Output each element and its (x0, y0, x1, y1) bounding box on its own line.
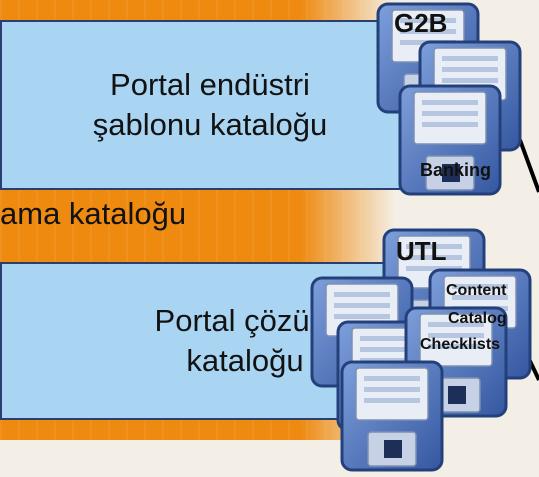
catalog-disk-label: Catalog (448, 310, 507, 327)
floppy-disk-icon (340, 360, 444, 472)
checklists-disk-label: Checklists (420, 336, 501, 353)
g2b-disk-label: G2B (394, 8, 448, 38)
solution-catalog-title-line1: Portal çözüm (154, 303, 336, 338)
utl-disk-label: UTL (396, 236, 447, 266)
industry-template-title-line1: Portal endüstri (110, 67, 310, 102)
banking-disk-label: Banking (420, 160, 492, 180)
content-disk-label: Content (446, 282, 507, 299)
industry-template-title-line2: şablonu kataloğu (92, 107, 328, 142)
solution-catalog-title-line2: kataloğu (186, 343, 304, 378)
industry-template-catalog-box: Portal endüstri şablonu kataloğu (0, 20, 420, 190)
application-catalog-label: ama kataloğu (0, 196, 187, 231)
